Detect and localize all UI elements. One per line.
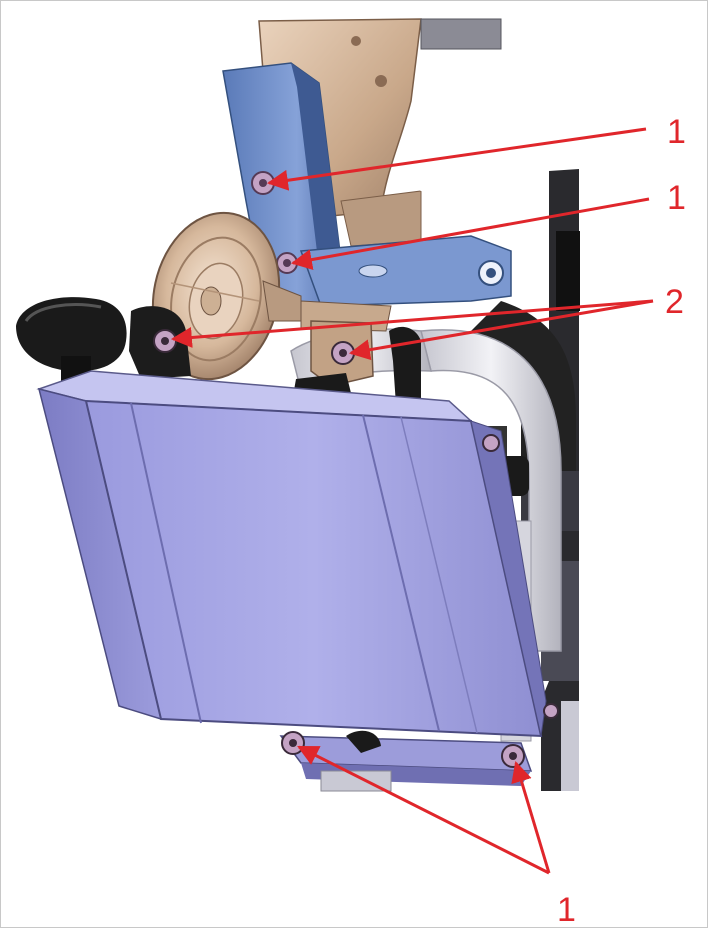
callout-label-upper-bolt: 1	[667, 113, 686, 151]
arrow-upper-bolt	[266, 127, 647, 191]
callout-arrows	[170, 127, 654, 875]
knob-assembly	[16, 297, 191, 381]
arrow-lower-right	[511, 760, 551, 874]
lower-bracket	[279, 730, 533, 792]
main-housing	[36, 370, 559, 738]
callout-label-middle-bolt: 1	[667, 179, 686, 217]
arrow-middle-bolt	[290, 197, 650, 270]
arrow-mount-bolt	[348, 299, 654, 361]
arrow-lower-left	[297, 745, 550, 875]
callout-label-horn-mount: 2	[665, 283, 684, 321]
arrow-horn-bolt	[170, 299, 654, 348]
callout-label-lower-bolts: 1	[557, 891, 576, 929]
